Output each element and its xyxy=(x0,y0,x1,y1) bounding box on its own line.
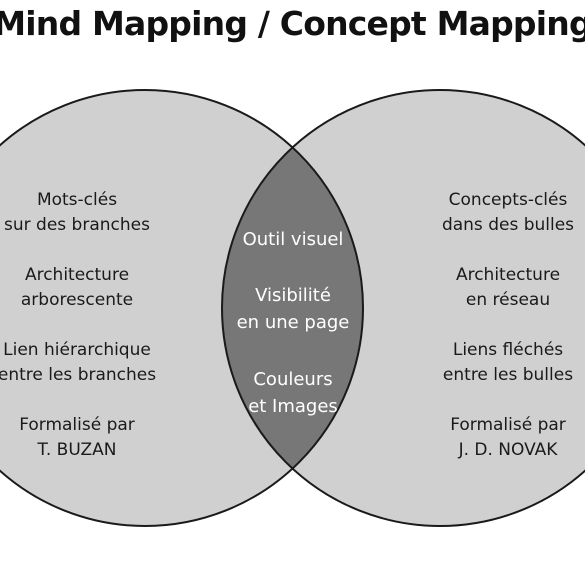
overlap-item-visual-tool: Outil visuel xyxy=(242,229,344,250)
overlap-item-colors: Couleurs et Images xyxy=(248,369,338,417)
right-item-concepts: Concepts-clés dans des bulles xyxy=(441,190,575,235)
left-item-links: Lien hiérarchique entre les branches xyxy=(0,340,157,385)
left-item-keywords: Mots-clés sur des branches xyxy=(4,190,150,235)
left-item-author: Formalisé par T. BUZAN xyxy=(19,415,135,460)
right-item-author: Formalisé par J. D. NOVAK xyxy=(450,415,566,460)
overlap-item-visibility: Visibilité en une page xyxy=(236,285,350,333)
left-item-architecture: Architecture arborescente xyxy=(20,265,134,310)
right-item-architecture: Architecture en réseau xyxy=(455,265,561,310)
mind-mapping-circle-outline xyxy=(0,89,364,527)
diagram-title: Mind Mapping / Concept Mapping xyxy=(0,4,585,43)
overlap-region xyxy=(222,90,363,526)
right-item-links: Liens fléchés entre les bulles xyxy=(442,340,574,385)
concept-mapping-circle-outline xyxy=(221,89,585,527)
